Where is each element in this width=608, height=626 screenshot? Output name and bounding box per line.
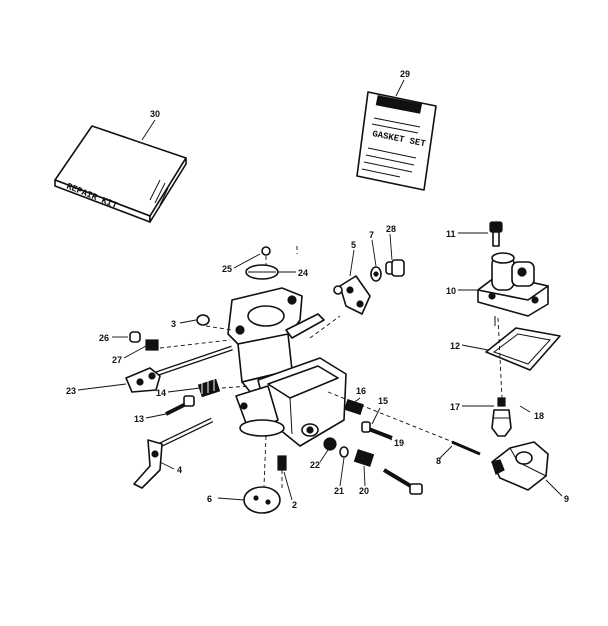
callout-20: 20 (359, 486, 369, 496)
part-8-float-pin (451, 440, 481, 456)
part-11-screw (489, 221, 503, 247)
part-7-washer (370, 266, 382, 282)
callout-27: 27 (112, 355, 122, 365)
callout-12: 12 (450, 341, 460, 351)
callout-10: 10 (446, 286, 456, 296)
callout-17: 17 (450, 402, 460, 412)
gasket-set-fine-print (361, 117, 421, 178)
repair-kit-fine-print (149, 179, 169, 206)
callout-22: 22 (310, 460, 320, 470)
callout-9: 9 (564, 494, 569, 504)
callout-4: 4 (177, 465, 182, 475)
callout-5: 5 (351, 240, 356, 250)
callout-11: 11 (446, 229, 456, 239)
callout-13: 13 (134, 414, 144, 424)
part-3-screw (196, 314, 210, 326)
callout-15: 15 (378, 396, 388, 406)
carburetor-body (227, 287, 347, 447)
callout-2: 2 (292, 500, 297, 510)
callout-21: 21 (334, 486, 344, 496)
callout-18: 18 (534, 411, 544, 421)
part-23-throttle-lever (125, 367, 161, 393)
part-26-cap (129, 331, 141, 343)
part-2-jet (277, 455, 287, 471)
part-5-bracket (333, 275, 371, 315)
part-21-washer (339, 446, 349, 458)
part-28-nut (385, 259, 405, 277)
throttle-shaft (149, 345, 233, 379)
part-24-throttle-plate (245, 264, 279, 280)
callout-7: 7 (369, 230, 374, 240)
part-15-screw (361, 421, 393, 440)
leader-lines (77, 79, 563, 501)
part-10-bowl-cover (477, 252, 549, 326)
callout-16: 16 (356, 386, 366, 396)
callout-3: 3 (171, 319, 176, 329)
callout-24: 24 (298, 268, 308, 278)
callout-8: 8 (436, 456, 441, 466)
callout-26: 26 (99, 333, 109, 343)
part-25-screw (261, 246, 271, 256)
part-13-screw (165, 395, 195, 416)
gasket-set-envelope: GASKET SET (356, 91, 437, 191)
callout-6: 6 (207, 494, 212, 504)
callout-25: 25 (222, 264, 232, 274)
assembly-lines (159, 246, 503, 490)
part-16-spring (344, 399, 364, 415)
callout-23: 23 (66, 386, 76, 396)
part-27-spring (145, 339, 159, 351)
part-20-spring (353, 449, 375, 467)
part-14-spring (197, 378, 221, 398)
callout-numbers: 30 29 11 10 5 7 28 25 24 3 26 27 12 23 1… (66, 69, 569, 510)
part-12-gasket (485, 327, 561, 371)
callout-30: 30 (150, 109, 160, 119)
callout-14: 14 (156, 388, 166, 398)
part-19-needle-screw (382, 468, 423, 495)
part-17-needle-seat (491, 397, 512, 437)
part-6-choke-plate (243, 486, 281, 514)
callout-29: 29 (400, 69, 410, 79)
callout-28: 28 (386, 224, 396, 234)
part-4-choke-shaft (133, 417, 214, 489)
part-9-float (491, 441, 549, 491)
repair-kit-box: REPAIR KIT (54, 125, 187, 223)
part-22-plug (323, 437, 337, 451)
callout-19: 19 (394, 438, 404, 448)
